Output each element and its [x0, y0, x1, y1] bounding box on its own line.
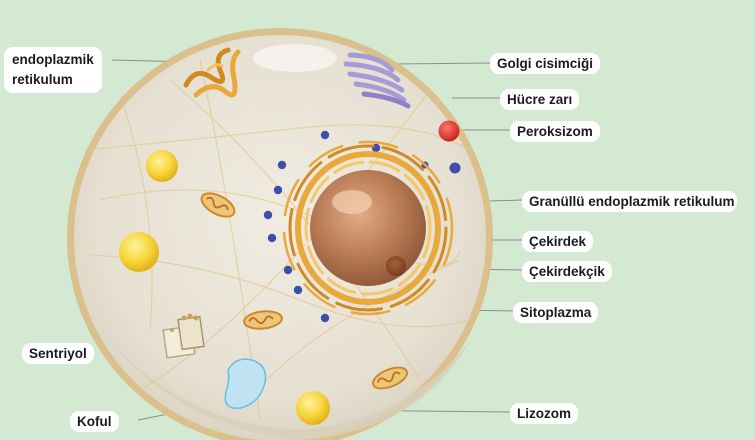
peroxisome: [439, 121, 460, 142]
label-endoplazmik-retikulum-line2: retikulum: [12, 72, 73, 87]
label-endoplazmik-retikulum: endoplazmik retikulum: [4, 47, 102, 93]
nucleolus: [386, 256, 406, 276]
label-granullu-er: Granüllü endoplazmik retikulum: [522, 191, 737, 212]
lysosome: [146, 150, 178, 182]
label-peroksizom: Peroksizom: [510, 121, 600, 142]
label-sentriyol: Sentriyol: [22, 343, 94, 364]
lysosome: [296, 391, 330, 425]
label-lizozom: Lizozom: [510, 403, 578, 424]
nucleus: [310, 170, 426, 286]
lysosome: [119, 232, 159, 272]
label-cekirdekcik: Çekirdekçik: [522, 261, 612, 282]
label-hucre-zari: Hücre zarı: [500, 89, 579, 110]
label-sitoplazma: Sitoplazma: [513, 302, 598, 323]
cell-highlight: [253, 44, 337, 72]
label-endoplazmik-retikulum-line1: endoplazmik: [12, 52, 94, 67]
nucleus-highlight: [332, 190, 372, 214]
label-cekirdek: Çekirdek: [522, 231, 593, 252]
leader-line-golgi: [395, 63, 490, 64]
label-koful: Koful: [70, 411, 119, 432]
label-golgi: Golgi cisimciği: [490, 53, 600, 74]
ribosome-blue-large: [450, 163, 461, 174]
